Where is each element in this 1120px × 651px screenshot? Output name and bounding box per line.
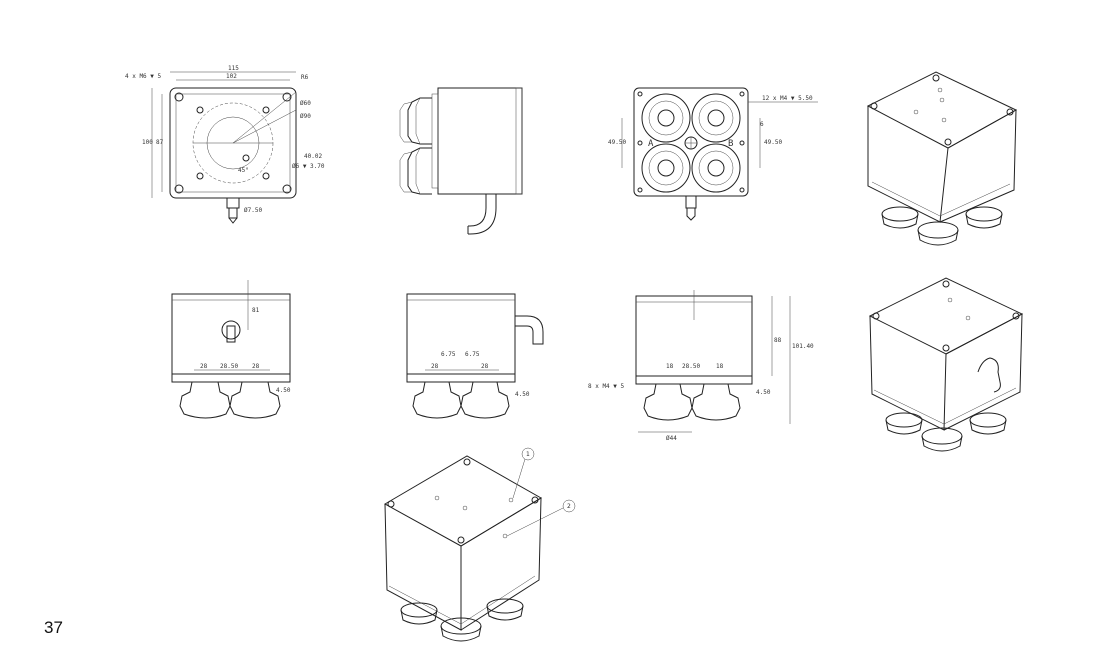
- spacing-1-dim: 28: [200, 363, 208, 370]
- port-height-dim: 81: [252, 307, 260, 314]
- side-view-3: 8 x M4 ▼ 5 18 28.50 18 88 101.40 4.50 Ø4…: [588, 290, 814, 442]
- pitch-right-dim: 49.50: [764, 139, 782, 146]
- vacuum-cups-side: [399, 97, 432, 195]
- cup-height-dim: 4.50: [276, 387, 291, 394]
- offset-1-dim: 6.75: [441, 351, 456, 358]
- callout-1: 1: [512, 447, 535, 499]
- side-3-pitch-2-dim: 28.50: [682, 363, 700, 370]
- side-3-pitch-3-dim: 18: [716, 363, 724, 370]
- mounting-holes: [637, 91, 745, 193]
- width-inner-dim: 102: [226, 73, 237, 80]
- iso-cups-1: [881, 206, 1003, 246]
- front-cups: [179, 381, 281, 419]
- isometric-view-3: 1 2: [383, 447, 576, 642]
- side-3-cup-height-dim: 4.50: [756, 389, 771, 396]
- pitch-left-dim: 49.50: [608, 139, 626, 146]
- body-height-dim: 88: [774, 337, 782, 344]
- label-a: A: [648, 139, 654, 149]
- spacing-3-dim: 28: [252, 363, 260, 370]
- side-3-thread-note: 8 x M4 ▼ 5: [588, 383, 625, 390]
- top-view: 4 x M6 ▼ 5 115 102 R6 100 87 Ø60 Ø90 40.…: [125, 65, 325, 224]
- isometric-view-2: [868, 277, 1024, 452]
- callout-2-label: 2: [567, 503, 571, 510]
- total-height-dim: 101.40: [792, 343, 814, 350]
- thread-note: 12 x M4 ▼ 5.50: [762, 95, 813, 102]
- corner-bolt-holes: [174, 92, 292, 194]
- isometric-view-1: [866, 71, 1018, 246]
- bottom-view: A B 12 x M4 ▼ 5.50 49.50 49.50 6: [608, 87, 818, 221]
- port-dia-dim: Ø7.50: [244, 207, 262, 214]
- small-dim: 6: [760, 121, 764, 128]
- side-3-cups: [643, 383, 741, 421]
- front-view: 81 28 28.50 28 4.50: [171, 280, 291, 419]
- side-2-pitch-1-dim: 28: [431, 363, 439, 370]
- spacing-2-dim: 28.50: [220, 363, 238, 370]
- side-view-top: [399, 87, 523, 235]
- page-number: 37: [44, 618, 63, 637]
- height-outer-dim: 100: [142, 139, 153, 146]
- bolt-note: 4 x M6 ▼ 5: [125, 73, 162, 80]
- callout-1-label: 1: [526, 451, 530, 458]
- side-2-cups: [412, 381, 510, 419]
- side-2-cup-height-dim: 4.50: [515, 391, 530, 398]
- dia-90-dim: Ø90: [300, 113, 311, 120]
- offset-2-dim: 6.75: [465, 351, 480, 358]
- suction-cup-faces: [641, 93, 741, 193]
- dia-60-dim: Ø60: [300, 100, 311, 107]
- width-outer-dim: 115: [228, 65, 239, 72]
- callout-2: 2: [506, 499, 576, 537]
- side-3-pitch-1-dim: 18: [666, 363, 674, 370]
- side-view-2: 6.75 6.75 28 28 4.50: [406, 293, 544, 419]
- angle-2-dim: 45°: [238, 167, 249, 174]
- cup-dia-dim: Ø44: [666, 435, 677, 442]
- hole-note: Ø6 ▼ 3.70: [292, 163, 325, 170]
- label-b: B: [728, 139, 733, 149]
- side-2-pitch-2-dim: 28: [481, 363, 489, 370]
- iso-cups-2: [885, 412, 1007, 452]
- iso-cups-3: [400, 598, 524, 642]
- radius-dim: R6: [301, 74, 309, 81]
- angle-dim: 40.02: [304, 153, 322, 160]
- height-inner-dim: 87: [156, 139, 164, 146]
